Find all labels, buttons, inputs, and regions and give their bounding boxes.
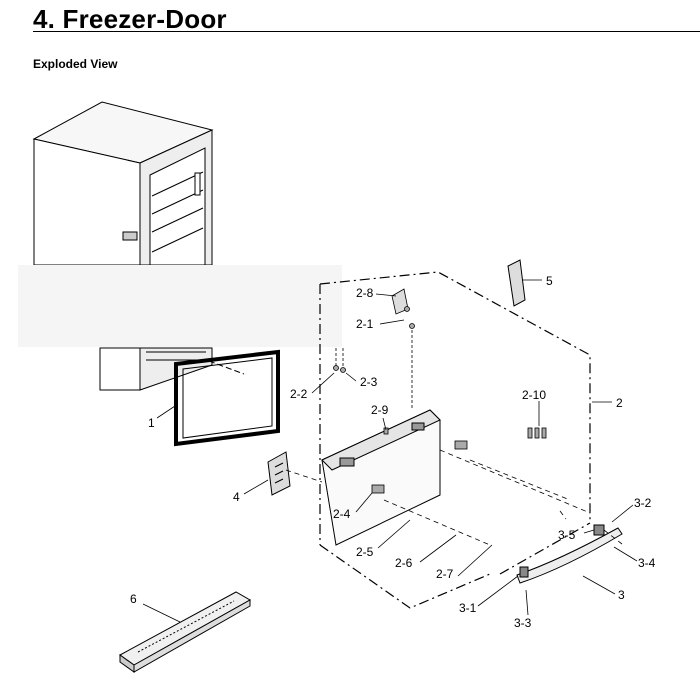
label-3: 3 bbox=[618, 588, 625, 602]
label-3-4: 3-4 bbox=[638, 556, 656, 570]
label-1: 1 bbox=[148, 416, 155, 430]
top-hinge bbox=[507, 259, 526, 307]
label-2-1: 2-1 bbox=[356, 317, 374, 331]
page-title: 4. Freezer-Door bbox=[33, 4, 227, 34]
callout-labels: 1 2 2-1 2-2 2-3 2-4 2-5 2-6 2-7 2-8 2-9 … bbox=[130, 274, 656, 630]
title-rule bbox=[33, 31, 700, 32]
door-assembly-outline bbox=[319, 271, 591, 609]
hinge-hardware bbox=[333, 288, 547, 494]
label-2-5: 2-5 bbox=[356, 545, 374, 559]
door-panel bbox=[321, 409, 441, 546]
section-title: Exploded View bbox=[33, 57, 118, 71]
label-2-2: 2-2 bbox=[290, 387, 308, 401]
label-3-5: 3-5 bbox=[558, 528, 576, 542]
hinge-bracket bbox=[267, 451, 291, 496]
refrigerator-cabinet bbox=[32, 101, 214, 391]
label-6: 6 bbox=[130, 592, 137, 606]
blank-overlay bbox=[18, 265, 342, 347]
label-2-4: 2-4 bbox=[333, 507, 351, 521]
door-gasket bbox=[174, 349, 280, 447]
label-2-9: 2-9 bbox=[371, 403, 389, 417]
label-3-2: 3-2 bbox=[634, 496, 652, 510]
label-3-1: 3-1 bbox=[459, 601, 477, 615]
label-5: 5 bbox=[546, 274, 553, 288]
label-2-3: 2-3 bbox=[360, 375, 378, 389]
door-bin bbox=[119, 591, 252, 673]
label-2-7: 2-7 bbox=[436, 567, 454, 581]
label-2-8: 2-8 bbox=[356, 286, 374, 300]
label-3-3: 3-3 bbox=[514, 616, 532, 630]
alignment-lines bbox=[285, 449, 623, 546]
label-2-10: 2-10 bbox=[522, 388, 546, 402]
label-2: 2 bbox=[616, 396, 623, 410]
label-4: 4 bbox=[233, 490, 240, 504]
label-2-6: 2-6 bbox=[395, 556, 413, 570]
door-handle bbox=[516, 524, 623, 584]
leader-lines bbox=[142, 279, 638, 623]
